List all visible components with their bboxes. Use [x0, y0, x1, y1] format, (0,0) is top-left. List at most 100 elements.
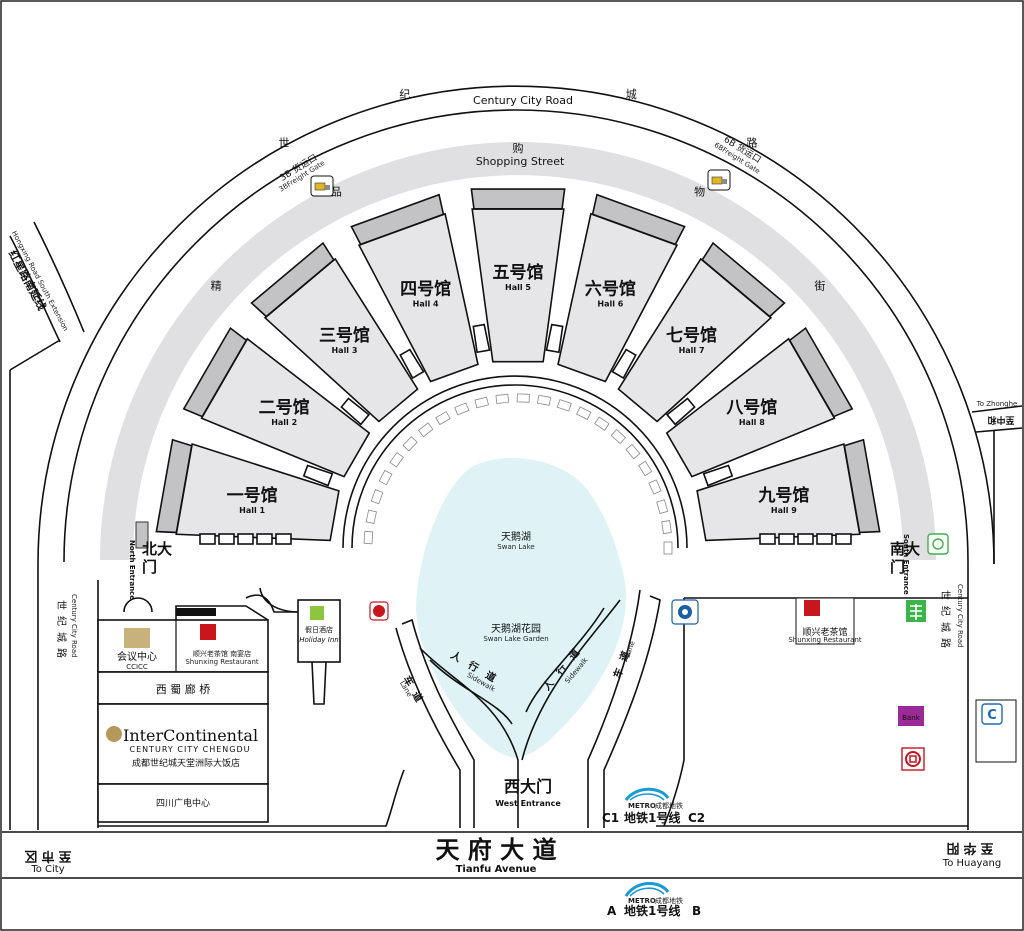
metro-logo-icon: [624, 787, 670, 801]
parking-slot: [536, 394, 552, 406]
west-entrance[interactable]: 西大门 West Entrance: [495, 777, 561, 808]
north-entrance-cn-line1: 北大: [142, 540, 172, 558]
south-entrance[interactable]: 南大 门 South Entrance: [890, 534, 920, 595]
lane-left-inner: [401, 618, 475, 828]
hall-connector: [702, 464, 734, 487]
bank-icon: [898, 706, 924, 726]
parking-slot: [417, 422, 434, 438]
hall-7-cn: 七号馆: [666, 325, 717, 346]
hall-5-cn: 五号馆: [493, 262, 544, 283]
entrance-booth: [759, 533, 776, 545]
west-block-boundary: [98, 769, 405, 827]
west-shu-bridge-label: 西 蜀 廊 桥: [156, 682, 211, 696]
holiday-inn-entry: [311, 661, 327, 705]
hall-9-cn: 九号馆: [757, 485, 809, 506]
north-entrance[interactable]: 北大 门 North Entrance: [128, 540, 172, 600]
parking-slot: [648, 479, 662, 495]
metro-logo-icon-inner: [629, 887, 665, 897]
parking-slot: [516, 393, 530, 403]
lane-left-outer: [395, 627, 461, 828]
rail-icon-glyph: [932, 538, 944, 550]
shunxing-south-cn: 顺兴老茶馆: [802, 626, 847, 638]
holiday-inn[interactable]: 假日酒店 Holiday Inn: [259, 587, 341, 705]
ccicc-logo-icon: [124, 628, 150, 648]
hall-5-body: [471, 208, 565, 363]
hongxing-road-edge-right: [33, 221, 85, 333]
parking-slot: [556, 399, 572, 412]
hall-6-en: Hall 6: [597, 299, 623, 308]
hall-7-en: Hall 7: [679, 346, 705, 355]
sichuan-tv-center[interactable]: [97, 783, 269, 823]
metro-word-cn: 成都地铁: [655, 801, 683, 810]
entrance-booth: [835, 533, 852, 545]
hall-5-loading-bay: [470, 188, 566, 210]
parking-slot: [402, 436, 418, 452]
metro-exit-a: A: [607, 904, 617, 918]
shunxing-north-en: Shunxing Restaurant: [185, 658, 259, 666]
century-city-road-label: Century City Road: [473, 94, 573, 107]
holiday-inn-logo-icon: [310, 606, 324, 620]
swan-lake: [416, 457, 627, 758]
west-entrance-en: West Entrance: [495, 799, 561, 808]
shunxing-logo-icon: [804, 600, 820, 616]
ring-text-layer: 世纪城路精品购物街: [211, 88, 826, 293]
parking-layer: [363, 393, 673, 555]
parking-slot: [495, 393, 510, 404]
bank-sign[interactable]: Bank: [898, 706, 924, 726]
intercontinental-sub: CENTURY CITY CHENGDU: [130, 745, 251, 754]
north-canopy: [123, 597, 153, 613]
hall-6-loading-bay: [591, 193, 686, 246]
parking-slot: [363, 530, 374, 545]
north-entrance-en: North Entrance: [128, 540, 136, 600]
hall-connector: [545, 323, 564, 354]
metro-station-ab[interactable]: METRO 成都地铁 A 地铁1号线 B: [607, 882, 701, 918]
icbc-bank-icon[interactable]: [671, 599, 699, 625]
parking-slot: [656, 499, 669, 515]
bank-icon-ccb[interactable]: C: [981, 703, 1003, 725]
shunxing-north-cn: 顺兴老茶馆 南宴店: [193, 649, 251, 658]
agricultural-bank-glyph: [910, 604, 922, 620]
citic-bank-glyph: [373, 605, 385, 617]
bank-of-china-glyph-inner: [909, 755, 917, 763]
entrance-booth: [237, 533, 254, 545]
hall-connector: [611, 348, 637, 380]
entrance-booth: [797, 533, 814, 545]
metro-logo-icon-inner: [629, 793, 665, 801]
shunxing-restaurant-south[interactable]: 顺兴老茶馆 Shunxing Restaurant: [788, 597, 862, 645]
hall-3-body: [263, 257, 419, 423]
boc-bank-icon[interactable]: [901, 747, 925, 771]
truck-icon-body: [711, 176, 723, 185]
agri-bank-icon[interactable]: [906, 600, 926, 622]
shunxing-restaurant-north[interactable]: 顺兴老茶馆 南宴店 Shunxing Restaurant: [185, 624, 259, 666]
shopping-street-char: 物: [694, 185, 705, 199]
intercontinental-logo-icon: [106, 726, 122, 742]
swan-lake-garden-en: Swan Lake Garden: [483, 635, 548, 643]
south-entrance-en: South Entrance: [902, 534, 910, 595]
hall-1-body: [175, 442, 340, 542]
shopping-street-label: Shopping Street: [476, 155, 565, 168]
parking-slot: [454, 402, 470, 416]
bank-icon-citic[interactable]: [369, 601, 389, 621]
holiday-inn-drive: [259, 587, 301, 613]
hall-6-cn: 六号馆: [585, 278, 636, 299]
ccicc-building[interactable]: 会议中心 CCICC: [117, 628, 157, 671]
truck-icon-cab: [325, 185, 330, 190]
swan-lake-cn: 天鹅湖: [501, 530, 531, 543]
hall-8-loading-bay: [788, 326, 854, 418]
hall-3-cn: 三号馆: [319, 325, 370, 346]
intercontinental-hotel[interactable]: [97, 703, 269, 785]
parking-slot: [435, 411, 451, 426]
parking-slot: [625, 443, 641, 460]
bank-icon-glyph-inner: [682, 609, 688, 615]
